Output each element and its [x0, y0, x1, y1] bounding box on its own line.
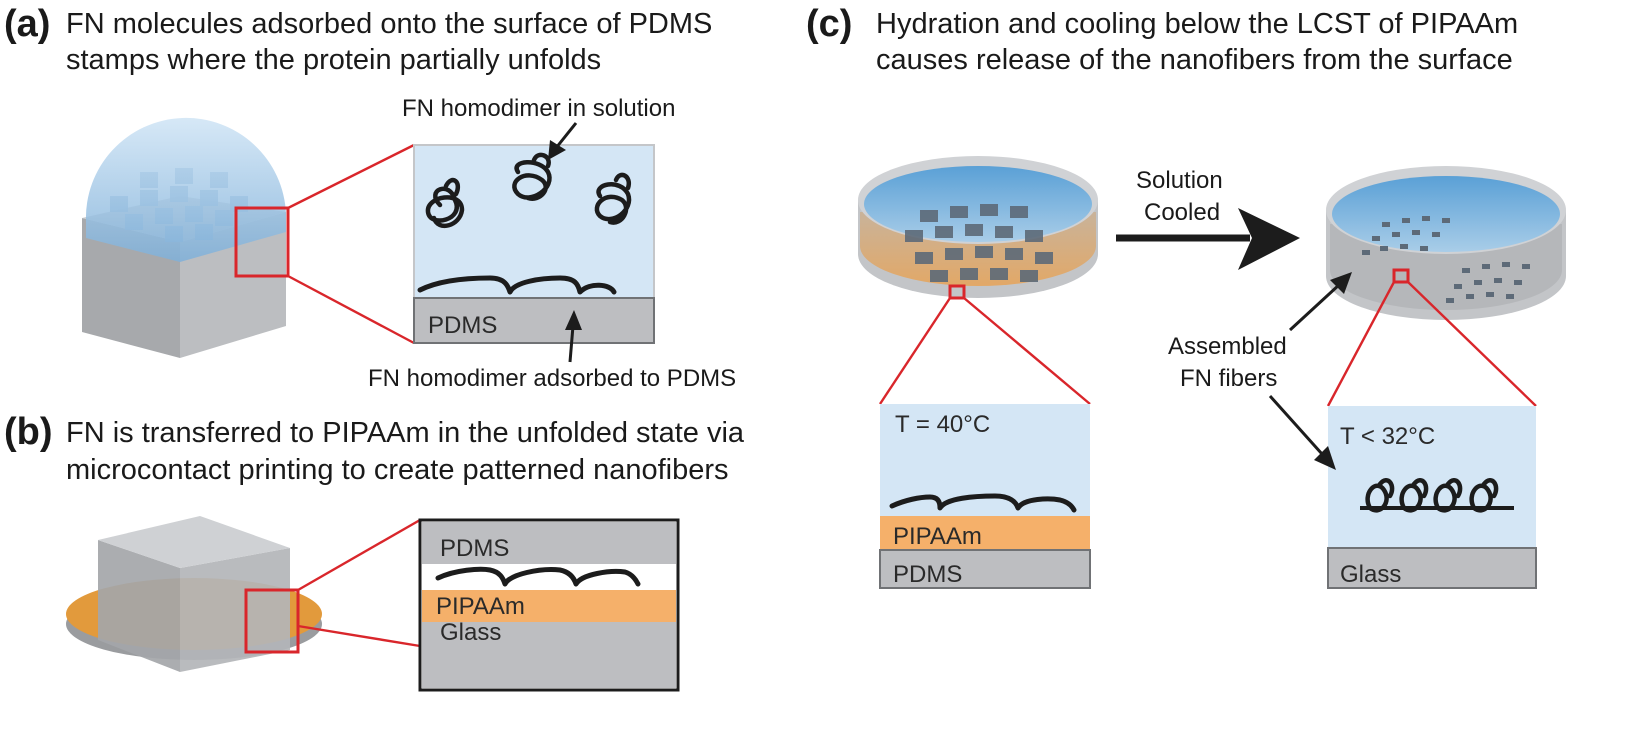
panel-b: (b) FN is transferred to PIPAAm in the u… — [4, 411, 745, 692]
panel-a-zoom-box — [234, 206, 290, 278]
panel-b-pdms-label: PDMS — [440, 535, 509, 562]
solution-cooled-arrow — [1116, 208, 1300, 270]
panel-c-warm-zoom-line-left — [878, 297, 952, 405]
fn-warm-fiber — [889, 493, 1077, 513]
panel-b-zoom-line-top — [297, 518, 421, 592]
temp-cool-label: T < 32°C — [1340, 423, 1435, 450]
panel-b-tag: (b) — [4, 411, 53, 453]
arrowhead-solution — [548, 140, 566, 160]
patterned-squares-warm — [905, 204, 1053, 282]
panel-c-cool-zoom-line-right — [1407, 281, 1537, 407]
panel-c-title-line2: causes release of the nanofibers from th… — [876, 44, 1513, 76]
panel-c-cool-inset: T < 32°C Glass — [1327, 406, 1537, 589]
arrow-fibers-to-dish — [1288, 282, 1342, 332]
panel-a-zoom-line-top — [287, 143, 415, 210]
arrow-solution — [554, 122, 578, 149]
arrowhead-fibers-to-dish — [1330, 272, 1352, 294]
stamp-on-glass-illustration — [66, 516, 322, 672]
panel-a-zoom-line-bottom — [287, 274, 415, 345]
label-fn-fibers: FN fibers — [1180, 365, 1277, 392]
panel-c-cool-zoom-line-left — [1326, 281, 1396, 407]
panel-c: (c) Hydration and cooling below the LCST… — [806, 3, 1566, 589]
arrowhead-fibers-to-inset — [1314, 446, 1336, 470]
pdms-stamp-illustration — [82, 117, 290, 358]
fn-adsorbed-fiber — [417, 275, 617, 295]
panel-a: (a) FN molecules adsorbed onto the surfa… — [4, 3, 736, 392]
panel-a-pdms-label: PDMS — [428, 312, 497, 339]
petri-dish-warm — [858, 156, 1098, 300]
arrow-fibers-to-inset — [1268, 394, 1324, 456]
label-fn-solution: FN homodimer in solution — [402, 95, 675, 122]
panel-c-title-line1: Hydration and cooling below the LCST of … — [876, 8, 1518, 40]
panel-a-title-line2: stamps where the protein partially unfol… — [66, 44, 601, 76]
panel-a-inset: PDMS — [413, 144, 655, 344]
panel-c-pdms-label: PDMS — [893, 561, 962, 588]
arrowhead-adsorbed — [565, 310, 582, 330]
temp-warm-label: T = 40°C — [895, 411, 990, 438]
panel-b-inset: PDMS PIPAAm Glass — [418, 518, 680, 692]
assembled-fn-tangles — [1365, 478, 1499, 513]
panel-b-zoom-box — [244, 588, 300, 654]
panel-a-title-line1: FN molecules adsorbed onto the surface o… — [66, 8, 712, 40]
fn-transferred-fiber — [435, 566, 641, 587]
panel-c-cool-zoom-box — [1392, 268, 1410, 284]
fn-tangle-2 — [512, 152, 552, 201]
arrow-label-solution: Solution — [1136, 167, 1223, 194]
fn-tangle-3 — [594, 172, 632, 225]
panel-b-title-line2: microcontact printing to create patterne… — [66, 454, 729, 486]
arrow-adsorbed — [568, 325, 575, 363]
released-fibers-scatter — [1362, 216, 1530, 303]
panel-c-warm-inset: T = 40°C PIPAAm PDMS — [879, 404, 1091, 589]
panel-b-pipaam-label: PIPAAm — [436, 593, 525, 620]
panel-b-zoom-line-bottom — [297, 624, 421, 648]
arrow-label-cooled: Cooled — [1144, 199, 1220, 226]
panel-c-glass-label: Glass — [1340, 561, 1401, 588]
panel-a-tag: (a) — [4, 3, 50, 45]
fn-tangle-1 — [425, 177, 465, 229]
panel-c-warm-zoom-line-right — [963, 297, 1091, 405]
petri-dish-cool — [1326, 166, 1566, 320]
panel-c-pipaam-label: PIPAAm — [893, 523, 982, 550]
label-fn-adsorbed: FN homodimer adsorbed to PDMS — [368, 365, 736, 392]
panel-b-glass-label: Glass — [440, 619, 501, 646]
label-assembled: Assembled — [1168, 333, 1287, 360]
panel-c-tag: (c) — [806, 3, 852, 45]
panel-c-warm-zoom-box — [948, 284, 966, 300]
panel-b-title-line1: FN is transferred to PIPAAm in the unfol… — [66, 417, 745, 449]
